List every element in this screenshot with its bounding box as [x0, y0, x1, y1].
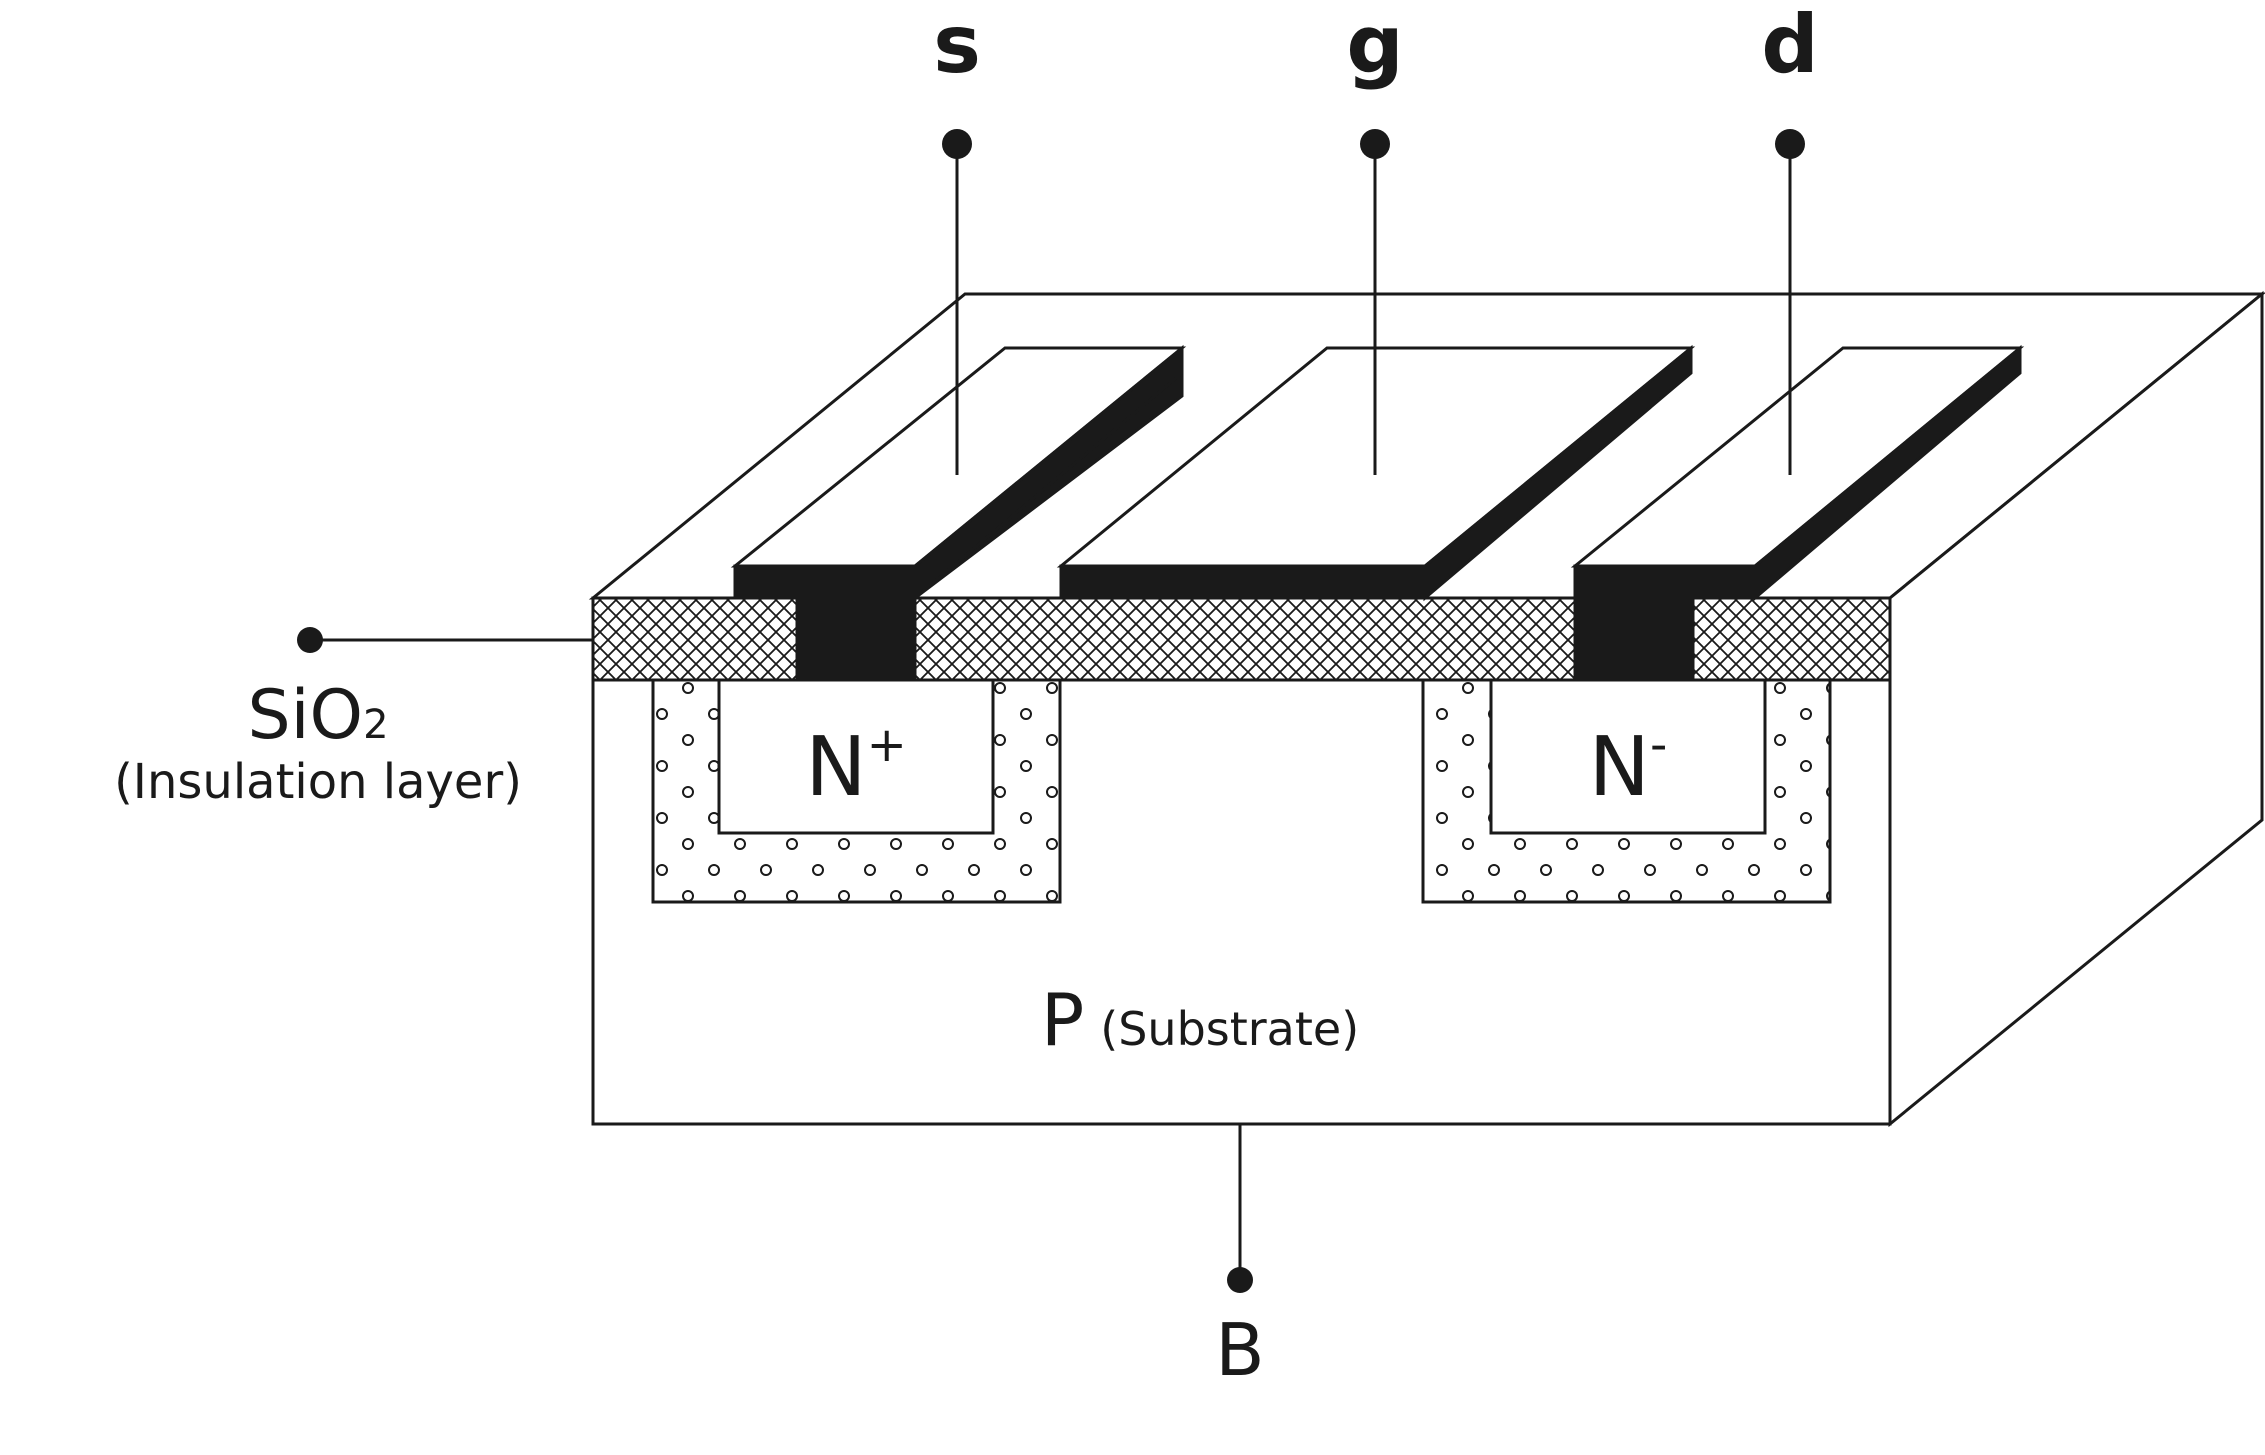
drain-label: d	[1761, 0, 1818, 91]
n-plus-superscript: +	[867, 717, 907, 773]
drain-terminal-dot	[1775, 129, 1805, 159]
source-label: s	[933, 0, 981, 91]
left-well	[651, 678, 1062, 904]
substrate-description: (Substrate)	[1100, 1002, 1359, 1056]
n-minus-region	[1489, 678, 1767, 835]
drain-contact-plug	[1573, 596, 1695, 682]
source-electrode-thickness	[913, 344, 1184, 602]
right-well	[1421, 678, 1832, 904]
sio2-description: (Insulation layer)	[114, 754, 522, 810]
n-plus-region	[717, 678, 995, 835]
body-terminal-dot	[1227, 1267, 1253, 1293]
n-minus-superscript: -	[1650, 717, 1667, 773]
sio2-label: SiO2	[247, 676, 388, 755]
sio2-insulation-layer	[591, 596, 1892, 682]
sio2-formula-base: SiO	[247, 676, 363, 755]
gate-electrode-front	[1059, 564, 1427, 600]
substrate-letter: P	[1041, 978, 1084, 1062]
drain-electrode	[1570, 344, 2025, 682]
sio2-formula-subscript: 2	[363, 702, 388, 748]
n-minus-letter: N	[1589, 720, 1650, 815]
source-terminal-dot	[942, 129, 972, 159]
sio2-leader-dot	[297, 627, 323, 653]
n-minus-label: N-	[1589, 717, 1668, 815]
n-plus-label: N+	[805, 717, 907, 815]
gate-label: g	[1346, 0, 1403, 91]
substrate-label: P (Substrate)	[1041, 978, 1359, 1062]
source-contact-plug	[795, 596, 917, 682]
gate-terminal-dot	[1360, 129, 1390, 159]
body-label: B	[1215, 1308, 1264, 1392]
n-plus-letter: N	[805, 720, 866, 815]
terminal-leads	[297, 129, 1805, 1293]
drain-electrode-front	[1573, 564, 1757, 600]
